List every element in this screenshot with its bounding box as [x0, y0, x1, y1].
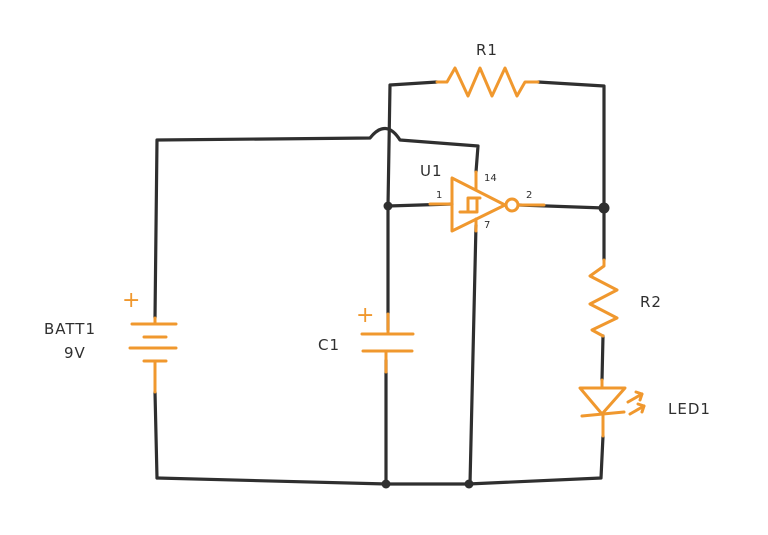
- battery-symbol: [128, 316, 178, 394]
- pin-label-u1-in: 1: [436, 190, 442, 201]
- label-battery-value: 9V: [64, 344, 86, 362]
- wire-u1-gnd: [468, 223, 478, 486]
- r2-resistor: [588, 258, 619, 338]
- junction-node-ground-c1: [381, 479, 391, 489]
- wire-r1-left: [386, 80, 439, 208]
- pin-label-u1-gnd: 7: [484, 220, 490, 231]
- r1-resistor: [435, 66, 540, 98]
- wire-battery-positive-rail: [153, 126, 480, 320]
- label-r1: R1: [476, 41, 498, 59]
- led-symbol: [578, 378, 646, 438]
- wire-ground-rail: [155, 434, 605, 486]
- label-u1: U1: [420, 162, 443, 180]
- capacitor-plus-sign: +: [356, 303, 374, 328]
- junction-node-output: [598, 202, 610, 214]
- pin-label-u1-out: 2: [526, 190, 532, 201]
- label-r2: R2: [640, 293, 662, 311]
- label-c1: C1: [318, 336, 340, 354]
- pin-label-u1-vcc: 14: [484, 173, 497, 184]
- u1-inverter: [428, 170, 546, 233]
- wire-battery-negative: [153, 390, 159, 480]
- wire-r2-to-led: [600, 334, 605, 382]
- wires: [153, 80, 606, 486]
- junction-node-ground-u1: [464, 479, 474, 489]
- battery-plus-sign: +: [122, 288, 140, 313]
- junction-node-c1: [383, 201, 393, 211]
- label-led: LED1: [668, 400, 711, 418]
- wire-r1-right: [536, 80, 606, 210]
- label-battery-name: BATT1: [44, 320, 96, 338]
- capacitor-symbol: [360, 312, 415, 374]
